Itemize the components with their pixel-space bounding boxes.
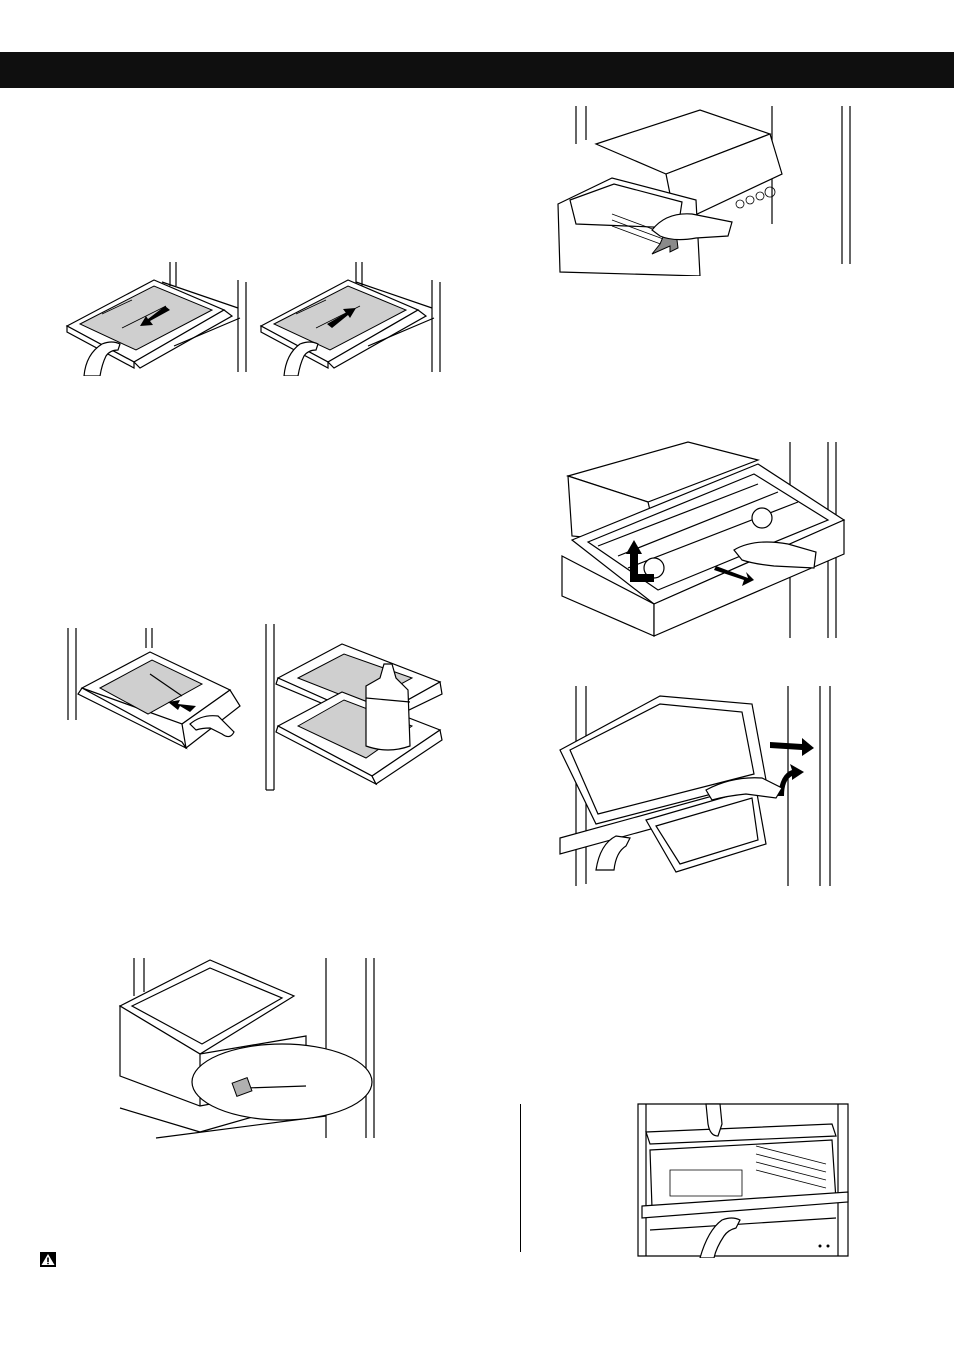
- crisper-cover-removal-illustration: [116, 956, 382, 1140]
- pantry-cover-removal-illustration: [558, 440, 848, 640]
- warning-triangle-icon: [40, 1252, 56, 1267]
- pantry-cover-lift-illustration: [556, 684, 840, 886]
- shelf-retract-illustration: [62, 624, 244, 752]
- shelf-slide-out-illustration: [62, 258, 252, 376]
- pantry-drawer-lift-out-illustration: [556, 104, 856, 276]
- freezer-basket-removal-illustration: [636, 1102, 852, 1258]
- column-divider-line: [520, 1104, 521, 1252]
- shelf-tall-items-illustration: [262, 620, 448, 794]
- section-header-bar: [0, 52, 954, 88]
- shelf-slide-in-illustration: [256, 258, 446, 376]
